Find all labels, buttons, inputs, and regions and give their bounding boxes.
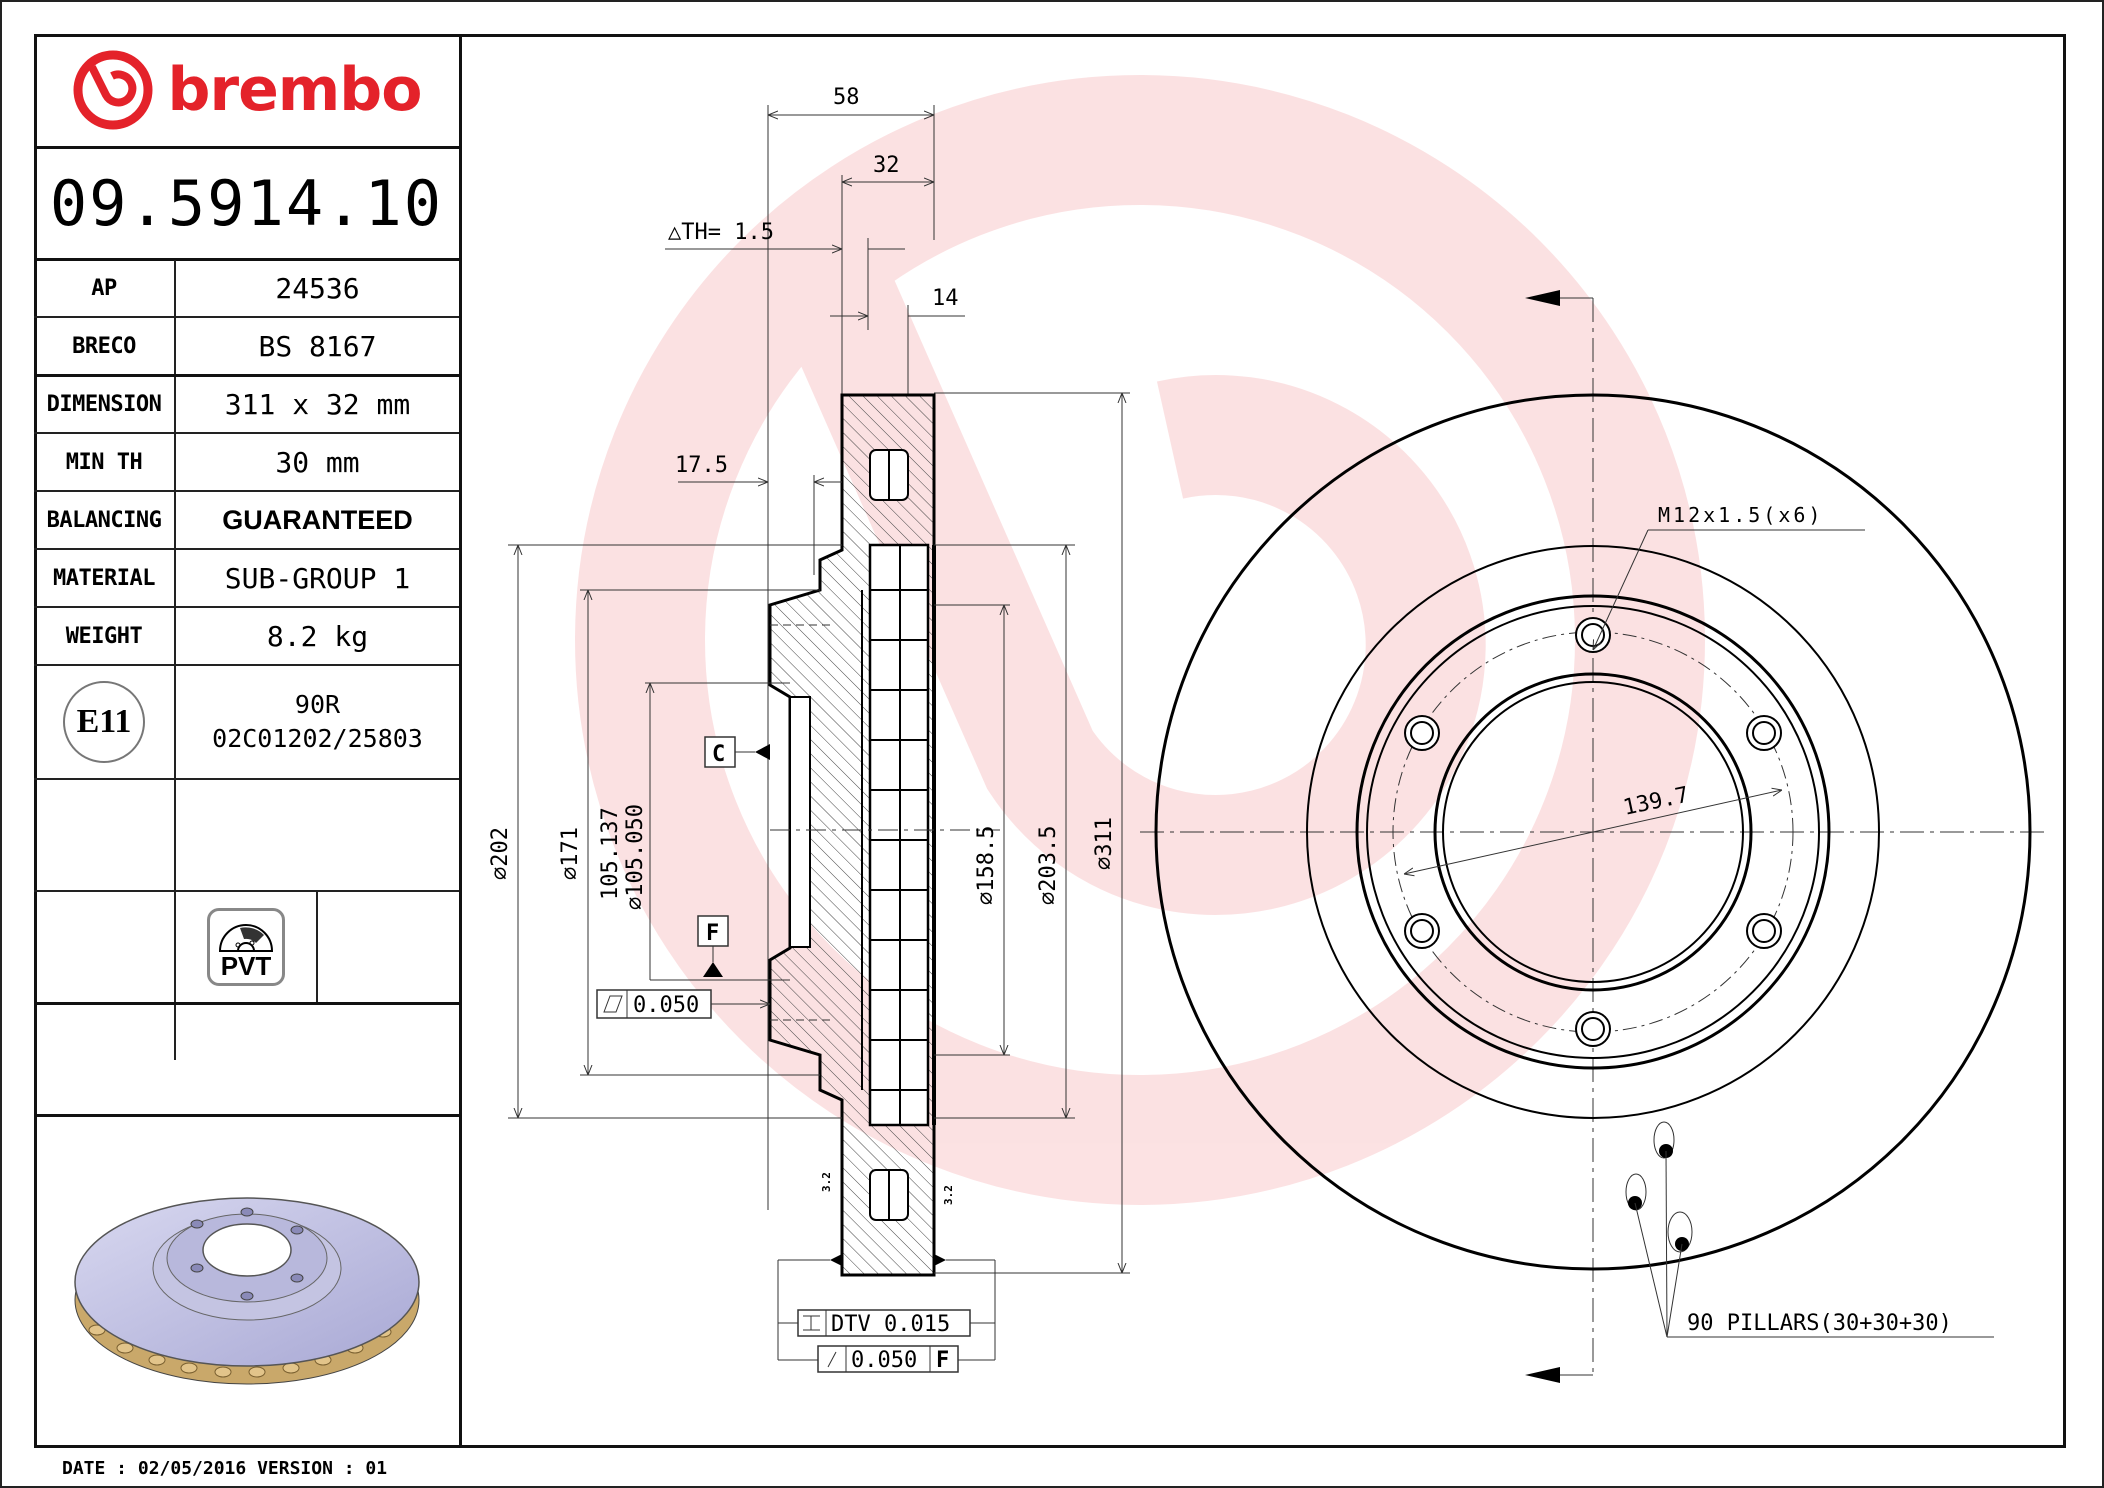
runout-icon (827, 1351, 837, 1368)
brake-disc-3d-image (73, 1196, 420, 1384)
dim-overall-height: 58 (833, 85, 860, 110)
runout-datum: F (936, 1348, 949, 1373)
drawing-frame (34, 34, 2066, 1448)
brand-logo: brembo (34, 34, 459, 146)
spec-value-ap: 24536 (275, 271, 360, 305)
spec-label-balancing: BALANCING (46, 507, 162, 533)
part-number-text: 09.5914.10 (49, 166, 444, 240)
spec-label-min-th: MIN TH (65, 449, 143, 475)
dim-d203: ⌀203.5 (1036, 826, 1061, 905)
dim-d105-upper: 105.137 (598, 807, 623, 900)
runout-frame (817, 1345, 959, 1373)
roughness-left: 3.2 (820, 1172, 833, 1192)
pvt-label: PVT (220, 951, 272, 981)
spec-value-material: SUB-GROUP 1 (224, 561, 411, 595)
section-arrow-top-icon (1525, 290, 1560, 306)
ece-approval-mark: E11 (34, 666, 174, 778)
e11-circle-icon: E11 (63, 681, 145, 763)
dim-disc-thickness: 32 (873, 153, 900, 178)
pvt-badge: PVT (176, 892, 316, 1002)
approval-number: 02C01202/25803 (212, 724, 423, 753)
dim-delta-th: △TH= 1.5 (668, 220, 774, 245)
dim-d158: ⌀158.5 (974, 826, 999, 905)
spec-label-weight: WEIGHT (65, 623, 143, 649)
title-block: brembo 09.5914.10 AP 24536 BRECO BS 8167… (34, 34, 462, 1448)
spec-value-balancing: GUARANTEED (222, 504, 413, 535)
spec-label-material: MATERIAL (53, 565, 155, 591)
front-pillars: 90 PILLARS(30+30+30) (1687, 1311, 1952, 1336)
roughness-right: 3.2 (942, 1185, 955, 1205)
spec-value-breco: BS 8167 (258, 329, 377, 363)
front-bolt-thread: M12x1.5(x6) (1658, 503, 1823, 527)
dim-d171: ⌀171 (558, 827, 583, 880)
bolt-holes (1404, 617, 1782, 1047)
dim-d202: ⌀202 (488, 827, 513, 880)
datum-c: C (712, 742, 725, 767)
brand-name: brembo (167, 55, 423, 125)
front-view: 139.7 M12x1.5(x6) 90 PILLARS(30+30+30) (1140, 290, 2050, 1383)
date-version-footer: DATE : 02/05/2016 VERSION : 01 (62, 1458, 388, 1479)
brembo-logo-icon (73, 50, 153, 130)
spec-value-min-th: 30 mm (275, 445, 360, 479)
approval-numbers: 90R 02C01202/25803 (176, 666, 459, 778)
part-number: 09.5914.10 (34, 148, 459, 258)
spec-label-breco: BRECO (72, 333, 136, 359)
spec-value-dimension: 311 x 32 mm (224, 387, 411, 421)
dim-hat-offset: 17.5 (675, 453, 728, 478)
section-view: 58 32 △TH= 1.5 14 (488, 85, 1130, 1373)
spec-value-weight: 8.2 kg (266, 619, 369, 653)
datum-f: F (706, 921, 719, 946)
spec-label-dimension: DIMENSION (46, 391, 162, 417)
technical-drawing: 58 32 △TH= 1.5 14 (488, 75, 2050, 1383)
runout-value: 0.050 (851, 1348, 917, 1373)
spec-label-ap: AP (91, 275, 117, 301)
dim-pillar-offset: 14 (932, 286, 959, 311)
approval-regulation: 90R (294, 690, 341, 719)
dtv-label: DTV 0.015 (831, 1312, 950, 1337)
pillar-markers (1625, 1121, 1693, 1253)
flatness-icon (603, 995, 623, 1013)
disc-3d-render (34, 1117, 459, 1442)
dim-d311: ⌀311 (1092, 817, 1117, 870)
section-arrow-bottom-icon (1525, 1367, 1560, 1383)
pvt-vented-disc-icon: PVT (207, 908, 285, 986)
dtv-icon (803, 1315, 820, 1331)
flatness-value: 0.050 (633, 993, 699, 1018)
dim-d105-lower: ⌀105.050 (623, 804, 648, 910)
